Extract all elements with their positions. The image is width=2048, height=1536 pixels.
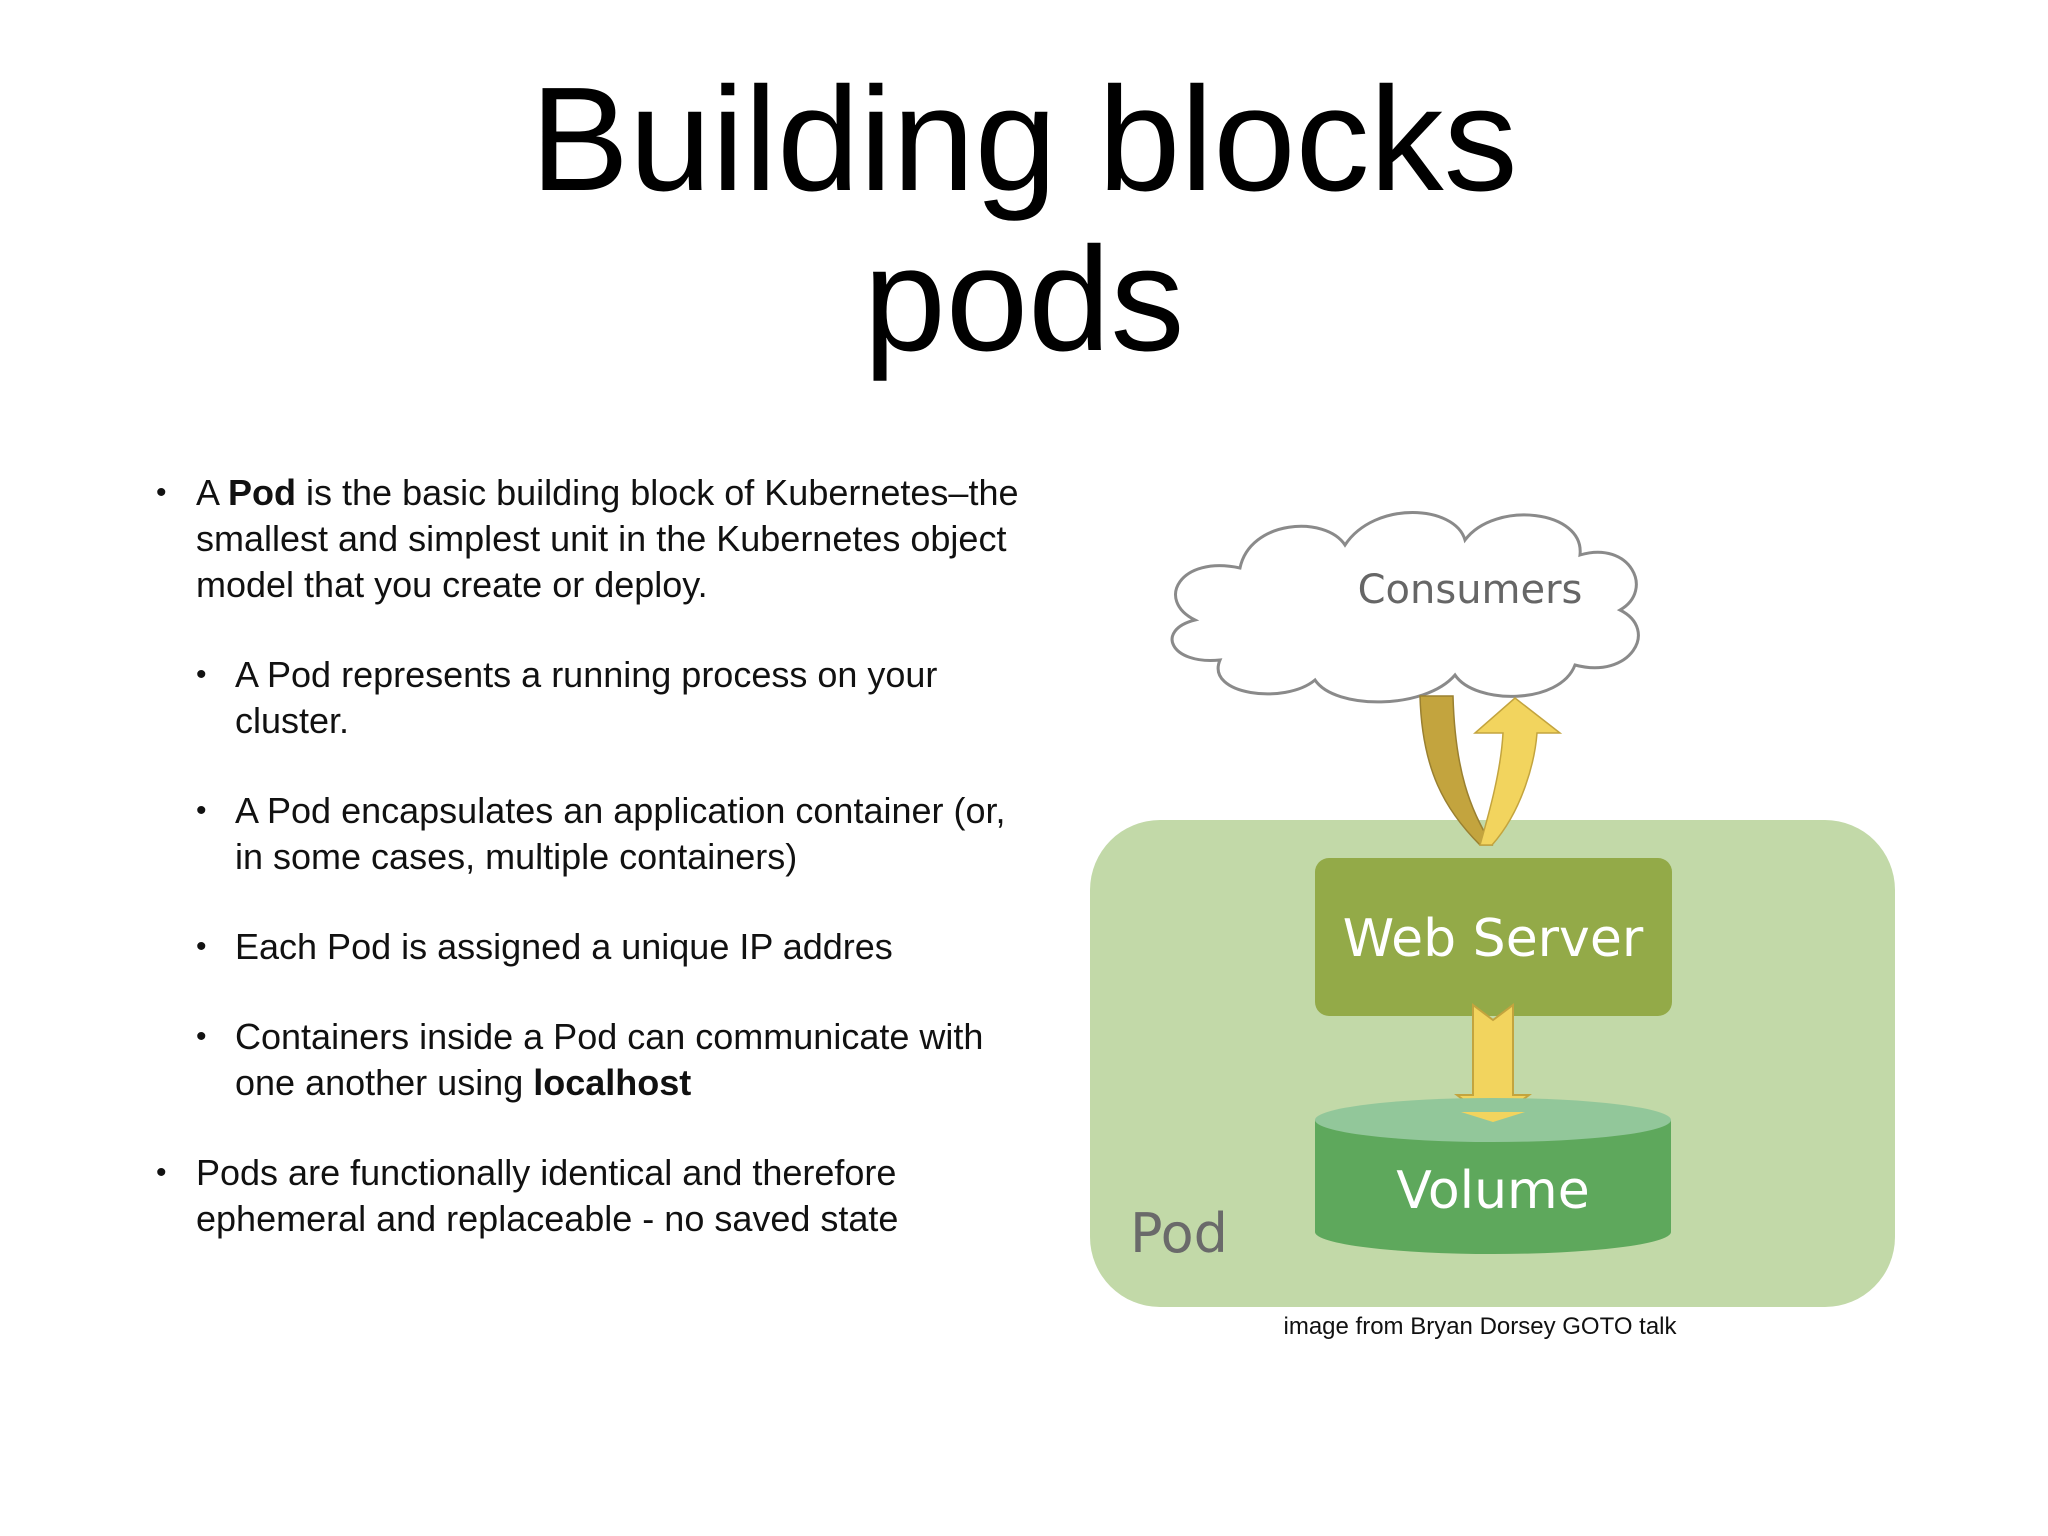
arrow-to-volume xyxy=(1454,1003,1532,1124)
bullet-ephemeral: •Pods are functionally identical and the… xyxy=(156,1152,899,1239)
title-line-2: pods xyxy=(863,217,1185,382)
bullet-pod-definition: •A Pod is the basic building block of Ku… xyxy=(156,472,1019,605)
bullet-dot: • xyxy=(196,794,207,827)
bullet-dot: • xyxy=(156,476,167,509)
pod-diagram: Consumers Web Server Volume Pod xyxy=(1090,511,1895,1307)
consumers-cloud xyxy=(1170,511,1640,704)
slide-title: Building blocks pods xyxy=(0,60,2048,380)
bullet-dot: • xyxy=(156,1156,167,1189)
localhost-term: localhost xyxy=(533,1062,692,1103)
subbullet-encapsulates: •A Pod encapsulates an application conta… xyxy=(196,790,1006,877)
arrow-tip-on-volume xyxy=(1461,1112,1525,1122)
bullet-list: •A Pod is the basic building block of Ku… xyxy=(140,470,1040,1242)
subbullet-running-process: •A Pod represents a running process on y… xyxy=(196,654,938,741)
image-credit-caption: image from Bryan Dorsey GOTO talk xyxy=(1283,1313,1677,1340)
bullet-dot: • xyxy=(196,1020,207,1053)
subbullet-localhost: •Containers inside a Pod can communicate… xyxy=(196,1016,984,1103)
title-line-1: Building blocks xyxy=(530,57,1518,222)
bullet-dot: • xyxy=(196,930,207,963)
pod-label: Pod xyxy=(1130,1202,1228,1265)
pod-term: Pod xyxy=(228,472,297,513)
volume-body xyxy=(1315,1120,1671,1254)
bullet-dot: • xyxy=(196,658,207,691)
subbullet-unique-ip: •Each Pod is assigned a unique IP addres xyxy=(140,924,1040,970)
consumers-label: Consumers xyxy=(1358,567,1583,613)
web-server-box xyxy=(1315,858,1672,1016)
arrow-up-strand xyxy=(1473,697,1563,846)
volume-label: Volume xyxy=(1396,1161,1589,1221)
web-server-label: Web Server xyxy=(1343,909,1644,969)
